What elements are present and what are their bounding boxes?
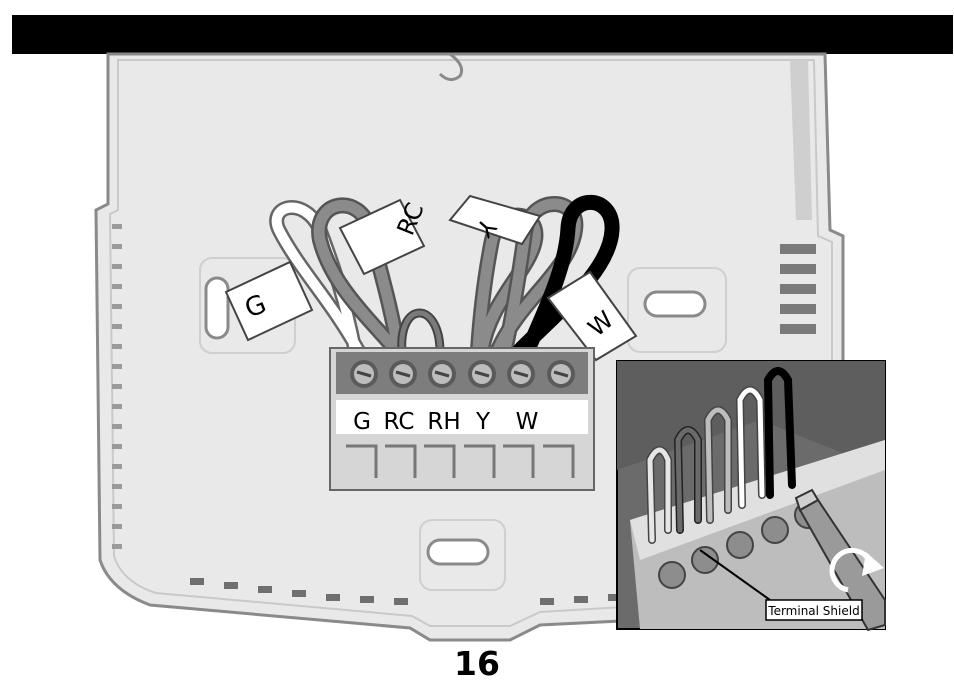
terminal-label-rc: RC [384,409,415,435]
terminal-shield-label: Terminal Shield [767,604,859,618]
page-number: 16 [0,644,954,683]
terminal-label-w: W [516,409,539,435]
terminal-shield-inset: Terminal Shield [617,361,885,630]
terminal-label-y: Y [475,409,491,435]
terminal-label-g: G [353,409,371,435]
terminal-block: G RC RH Y W [330,348,594,490]
terminal-label-rh: RH [427,409,460,435]
